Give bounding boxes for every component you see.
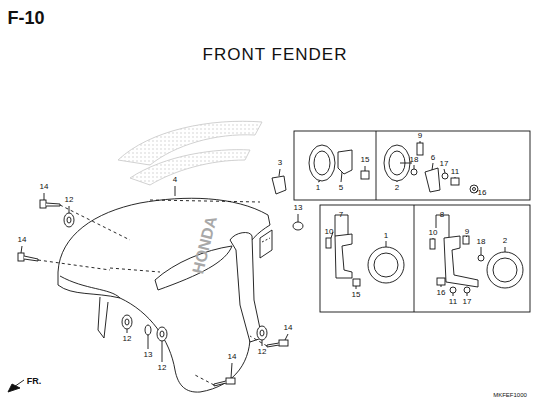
callout-number: 6 [431,154,435,162]
figure-code: MKFEF1000 [493,392,527,398]
callout-number: 3 [278,159,282,167]
callout-number: 1 [384,232,388,240]
callout-number: 12 [123,335,132,343]
callout-number: 14 [40,183,49,191]
page-code: F-10 [7,9,44,27]
callout-number: 8 [440,211,444,219]
callout-number: 15 [352,291,361,299]
callout-number: 16 [478,189,487,197]
callout-number: 17 [440,160,449,168]
callout-number: 12 [258,348,267,356]
callout-number: 14 [18,236,27,244]
callout-number: 14 [284,324,293,332]
callout-number: 13 [144,351,153,359]
callout-number: 16 [437,289,446,297]
callout-number: 17 [463,298,472,306]
callout-number: 5 [339,184,343,192]
callout-number: 1 [316,184,320,192]
callout-number: 15 [361,156,370,164]
callout-number: 9 [465,228,469,236]
title: FRONT FENDER [203,45,348,65]
callout-number: 9 [418,132,422,140]
callout-number: 2 [395,184,399,192]
callout-number: 11 [451,168,459,176]
callout-number: 10 [325,228,334,236]
callout-number: 14 [228,353,237,361]
callout-number: 7 [339,211,343,219]
callout-number: 12 [65,196,74,204]
callout-number: 2 [503,237,507,245]
callout-number: 4 [173,176,177,184]
direction-mark: FR. [27,377,42,386]
callout-number: 12 [158,364,167,372]
callout-number: 18 [410,156,419,164]
callout-number: 10 [429,229,438,237]
callout-number: 18 [477,238,486,246]
callout-number: 11 [449,298,457,306]
callout-number: 13 [294,204,303,212]
